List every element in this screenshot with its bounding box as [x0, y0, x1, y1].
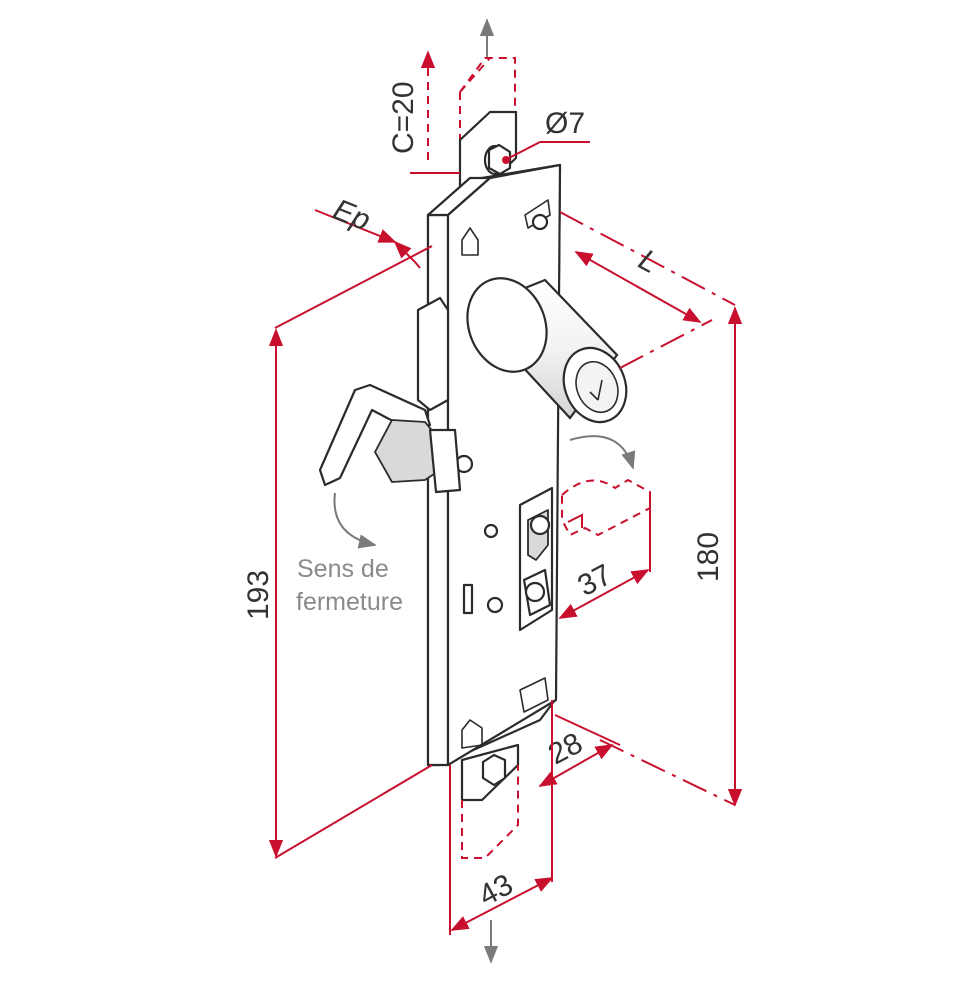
dimension-193: 193: [242, 245, 433, 859]
cam-mechanism: [518, 478, 651, 632]
rotation-arrow-closing: [333, 492, 377, 549]
dimension-180: 180: [599, 306, 743, 807]
dimension-c: C=20: [387, 50, 460, 174]
lock-cylinder: [466, 277, 628, 424]
dimension-diameter-label: Ø7: [545, 107, 585, 140]
dimension-28-label: 28: [543, 727, 588, 772]
dimension-diameter: Ø7: [502, 107, 590, 164]
rotation-arrow-cam: [569, 435, 636, 470]
latch-handle: [318, 296, 462, 494]
dimension-l-label: L: [633, 243, 663, 280]
dimension-180-label: 180: [692, 532, 725, 582]
dimension-ep: Ep: [314, 193, 421, 269]
note-line-2: fermeture: [296, 588, 403, 616]
note-line-1: Sens de: [297, 555, 389, 583]
dimension-193-label: 193: [242, 570, 275, 620]
closing-direction-note: Sens de fermeture: [296, 555, 403, 616]
dimension-37: 37: [558, 492, 651, 619]
dimension-c-label: C=20: [387, 81, 420, 154]
dimension-43-label: 43: [473, 868, 518, 913]
diameter-point-marker: [502, 156, 510, 164]
bottom-bolt: [460, 743, 520, 859]
dimension-37-label: 37: [572, 558, 617, 603]
